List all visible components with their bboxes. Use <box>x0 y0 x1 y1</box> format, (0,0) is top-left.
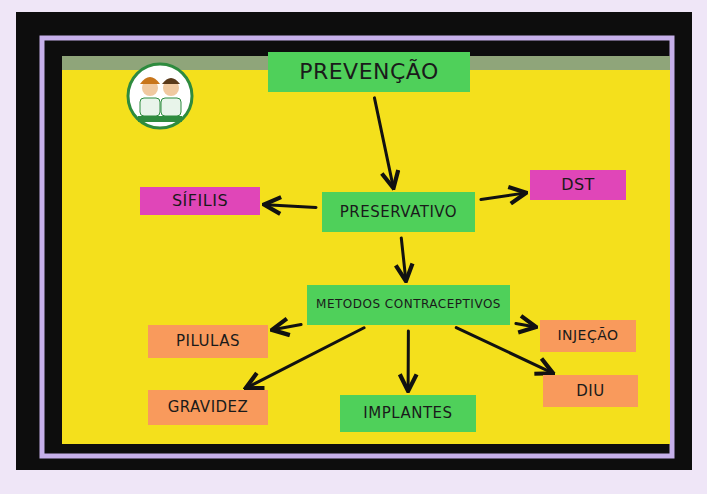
method-box: IMPLANTES <box>340 395 476 432</box>
arrow-connector <box>407 331 410 389</box>
logo-coat <box>140 98 160 116</box>
box-label: PRESERVATIVO <box>340 204 457 221</box>
arrow-connector <box>266 205 316 208</box>
box-label: DST <box>561 176 595 194</box>
box-label: IMPLANTES <box>363 405 452 422</box>
box-label: METODOS CONTRACEPTIVOS <box>316 298 501 311</box>
logo-ribbon <box>138 116 182 122</box>
logo-hair <box>140 77 160 84</box>
logo-hair <box>162 78 180 84</box>
box-label: INJEÇÃO <box>557 328 618 343</box>
box-label: DIU <box>576 383 604 400</box>
arrow-connector <box>456 328 551 373</box>
logo-badge <box>128 64 192 128</box>
arrow-connector <box>274 325 301 330</box>
black-frame <box>16 12 692 470</box>
method-box: DIU <box>543 375 638 407</box>
outcome-box: GRAVIDEZ <box>148 390 268 425</box>
disease-box: DST <box>530 170 626 200</box>
box-label: SÍFILIS <box>172 192 228 210</box>
arrow-connector <box>481 193 524 199</box>
arrow-connector <box>374 98 393 186</box>
title-box: PREVENÇÃO <box>268 52 470 92</box>
arrow-connector <box>401 238 405 279</box>
box-label: PILULAS <box>176 333 240 350</box>
logo-circle <box>128 64 192 128</box>
method-box: PILULAS <box>148 325 268 358</box>
logo-coat <box>161 98 181 116</box>
method-box: INJEÇÃO <box>540 320 636 352</box>
disease-box: SÍFILIS <box>140 187 260 215</box>
box-label: GRAVIDEZ <box>168 399 249 416</box>
arrow-connector <box>516 324 534 327</box>
method-box: METODOS CONTRACEPTIVOS <box>307 285 510 325</box>
yellow-poster <box>62 56 670 444</box>
method-box: PRESERVATIVO <box>322 192 475 232</box>
lavender-border <box>42 38 672 456</box>
box-label: PREVENÇÃO <box>299 60 439 84</box>
